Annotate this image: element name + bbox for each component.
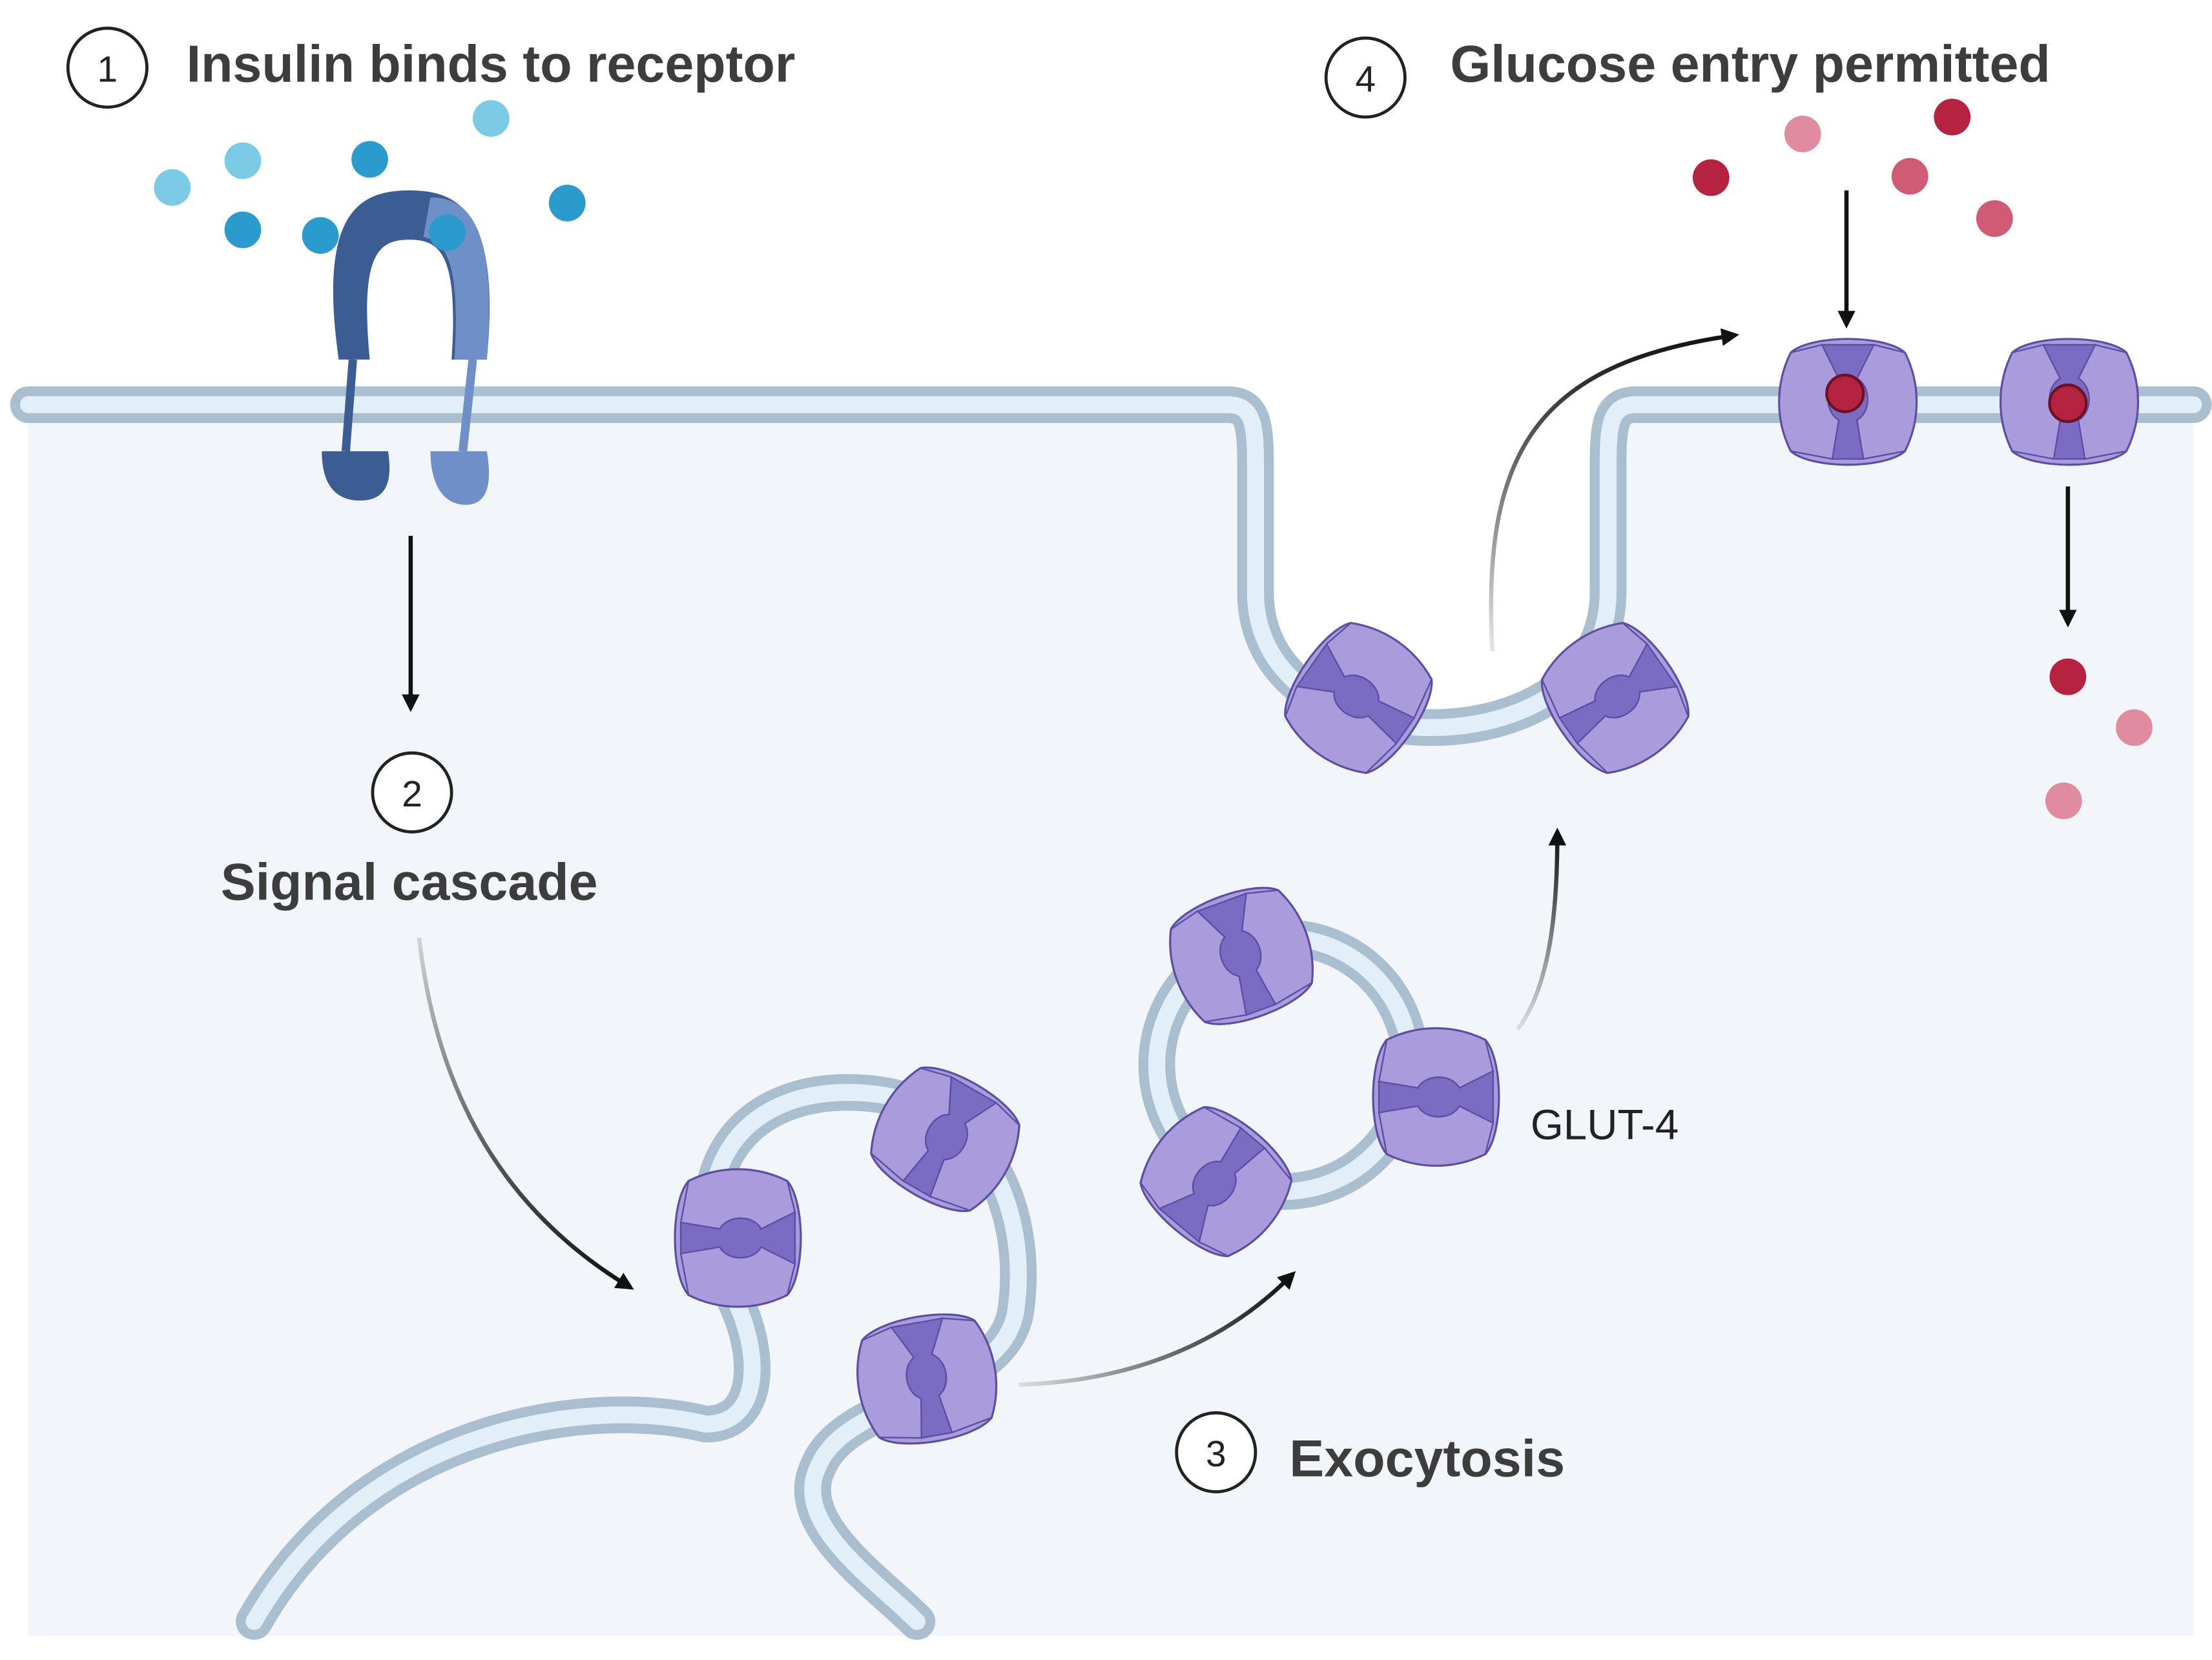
cytoplasm xyxy=(28,409,2194,1636)
step-3-number: 3 xyxy=(1206,1434,1226,1475)
step-1-label: Insulin binds to receptor xyxy=(187,36,796,94)
step-1: 1 Insulin binds to receptor xyxy=(66,26,796,109)
arrow-exocytosis xyxy=(1018,1271,1296,1387)
glut4-label: GLUT-4 xyxy=(1531,1102,1679,1149)
arrow-insertion xyxy=(1489,328,1740,652)
step-1-number: 1 xyxy=(98,50,118,90)
arrow-cascade-to-vesicle xyxy=(417,937,634,1290)
plasma-membrane xyxy=(10,386,2212,746)
step-2-label: Signal cascade xyxy=(221,853,598,911)
step-4: 4 Glucose entry permitted xyxy=(1324,36,2051,119)
step-4-number: 4 xyxy=(1356,59,1376,100)
step-3-badge xyxy=(1175,1411,1257,1493)
step-3-label: Exocytosis xyxy=(1289,1429,1565,1488)
glucose-molecules xyxy=(1692,98,2153,819)
step-2-badge xyxy=(371,751,453,834)
glut4-vesicle-right xyxy=(1372,1027,1500,1167)
glut4-bud-left xyxy=(674,1168,802,1308)
step-4-badge xyxy=(1324,36,1407,119)
insulin-molecules xyxy=(154,100,586,254)
step-4-label: Glucose entry permitted xyxy=(1450,36,2050,94)
pathway-arrows xyxy=(402,190,2077,1387)
step-3: 3 Exocytosis xyxy=(1175,1411,1565,1493)
step-1-badge xyxy=(66,26,149,109)
step-2-number: 2 xyxy=(402,774,422,815)
arrow-vesicle-to-membrane xyxy=(1516,827,1567,1031)
budding-vesicle-membrane xyxy=(236,1074,1037,1640)
step-2: 2 Signal cascade xyxy=(221,751,598,911)
